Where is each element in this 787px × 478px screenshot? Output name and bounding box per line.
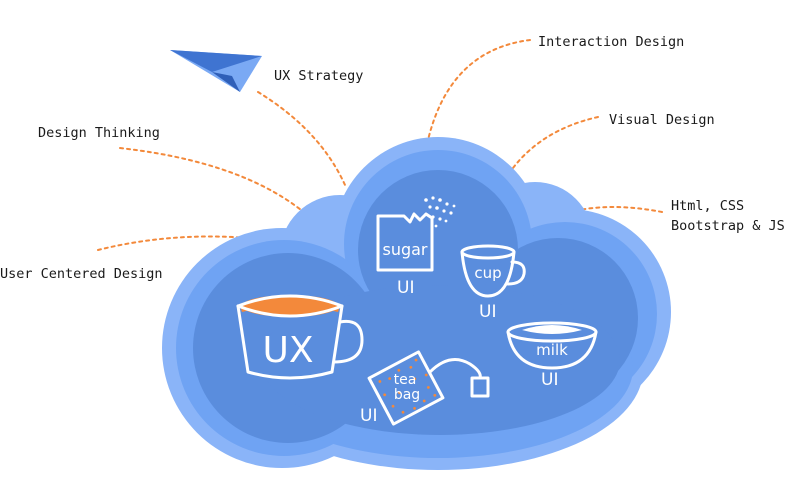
milk-bowl-icon: milk: [506, 321, 598, 370]
tea-bag-ui-label: UI: [360, 406, 377, 426]
milk-ui-label: UI: [541, 370, 558, 390]
sugar-text: sugar: [382, 240, 427, 259]
label-design-thinking: Design Thinking: [38, 125, 160, 141]
sugar-crumbs: [424, 196, 456, 228]
sugar-ui-label: UI: [397, 278, 414, 298]
label-visual-design: Visual Design: [609, 112, 715, 128]
cloud: [162, 137, 671, 470]
cup-ui-label: UI: [479, 302, 496, 322]
tea-bag-text-line1: tea: [394, 372, 417, 388]
connector-interaction-design: [427, 39, 531, 141]
connector-visual-design: [509, 116, 599, 173]
label-bootstrap-js: Bootstrap & JS: [671, 218, 785, 234]
label-user-centered-design: User Centered Design: [0, 266, 163, 282]
label-ux-strategy: UX Strategy: [274, 68, 363, 84]
mug-icon: UX: [236, 294, 364, 380]
cup-icon: cup: [460, 244, 526, 298]
sugar-cube-icon: sugar: [376, 196, 456, 272]
mug-text: UX: [262, 330, 313, 371]
connector-user-centered: [97, 235, 249, 251]
milk-text: milk: [536, 341, 568, 359]
tea-bag-text-line2: bag: [394, 387, 420, 403]
tea-bag-icon: tea bag: [367, 350, 490, 426]
label-html-css: Html, CSS: [671, 198, 744, 214]
cup-text: cup: [474, 264, 501, 282]
connector-ux-strategy: [257, 91, 346, 186]
label-interaction-design: Interaction Design: [538, 34, 684, 50]
paper-plane-icon: [170, 50, 262, 92]
